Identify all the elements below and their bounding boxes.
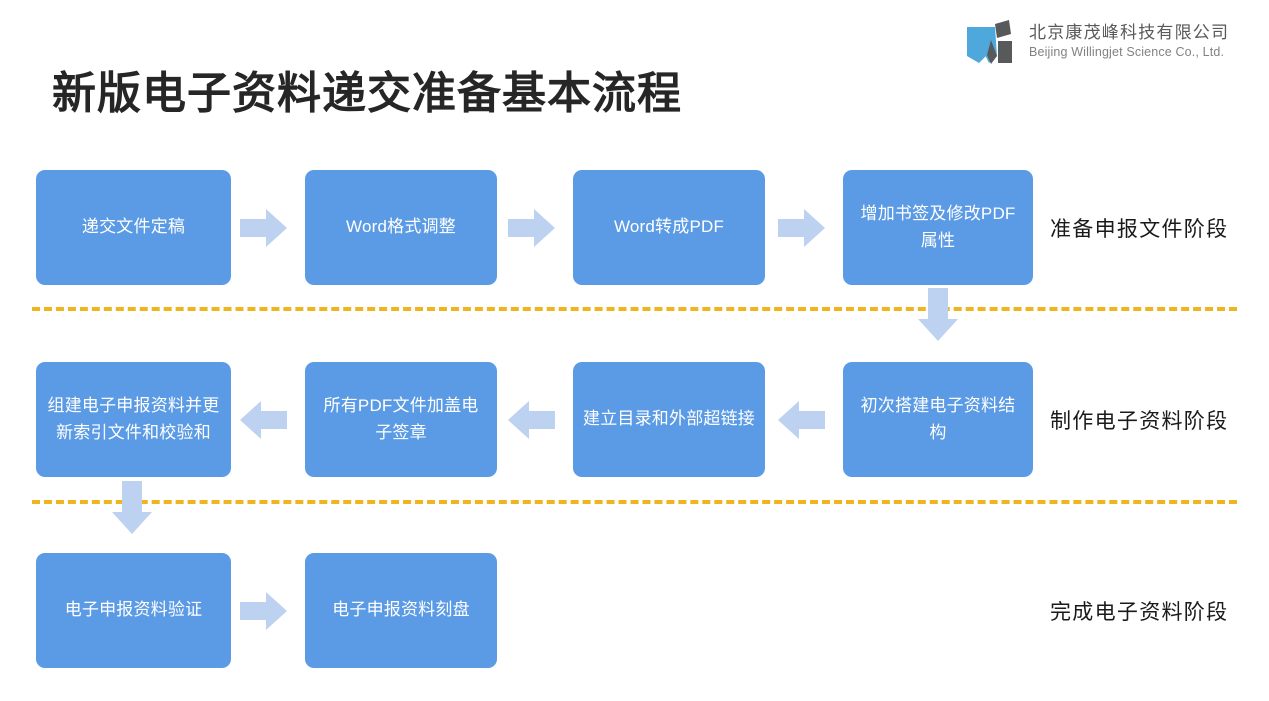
flow-row-2: 组建电子申报资料并更新索引文件和校验和 所有PDF文件加盖电子签章 建立目录和外… [0, 362, 1269, 477]
flow-node-label: 所有PDF文件加盖电子签章 [323, 396, 479, 442]
flow-node-validate-esubmission[interactable]: 电子申报资料验证 [36, 553, 231, 668]
arrow-left-icon [778, 401, 825, 439]
flow-node-label: 建立目录和外部超链接 [583, 409, 755, 429]
arrow-right-icon [508, 209, 555, 247]
dashed-gold-divider-1 [32, 307, 1237, 311]
arrow-left-icon [240, 401, 287, 439]
willingjet-w-logo-icon [967, 20, 1012, 64]
arrow-right-icon [240, 209, 287, 247]
dashed-gold-divider-2 [32, 500, 1237, 504]
flow-node-word-to-pdf[interactable]: Word转成PDF [573, 170, 765, 285]
flow-node-label: 递交文件定稿 [81, 217, 186, 237]
flow-node-label: Word转成PDF [613, 217, 725, 237]
stage-label-prepare-documents: 准备申报文件阶段 [1050, 217, 1229, 241]
arrow-right-icon [778, 209, 825, 247]
arrow-down-icon [918, 288, 958, 341]
flow-node-label: 增加书签及修改PDF属性 [860, 204, 1016, 250]
flow-node-label: 电子申报资料刻盘 [332, 600, 470, 620]
flow-node-apply-eseal-to-all-pdfs[interactable]: 所有PDF文件加盖电子签章 [305, 362, 497, 477]
flow-node-initial-edata-structure[interactable]: 初次搭建电子资料结构 [843, 362, 1033, 477]
flow-node-label: Word格式调整 [346, 217, 456, 237]
company-name-cn: 北京康茂峰科技有限公司 [1029, 23, 1230, 43]
flow-node-label: 初次搭建电子资料结构 [860, 396, 1016, 442]
flow-node-assemble-esubmission-update-index-checksum[interactable]: 组建电子申报资料并更新索引文件和校验和 [36, 362, 231, 477]
stage-label-complete-edata: 完成电子资料阶段 [1050, 600, 1229, 624]
flow-node-submit-final-draft[interactable]: 递交文件定稿 [36, 170, 231, 285]
flow-node-word-format-adjust[interactable]: Word格式调整 [305, 170, 497, 285]
flow-node-burn-esubmission-disc[interactable]: 电子申报资料刻盘 [305, 553, 497, 668]
company-logo-block: 北京康茂峰科技有限公司 Beijing Willingjet Science C… [965, 18, 1229, 66]
stage-label-produce-edata: 制作电子资料阶段 [1050, 409, 1229, 433]
company-name-group: 北京康茂峰科技有限公司 Beijing Willingjet Science C… [1029, 24, 1229, 59]
flow-row-3: 电子申报资料验证 电子申报资料刻盘 完成电子资料阶段 [0, 553, 1269, 668]
flow-node-label: 组建电子申报资料并更新索引文件和校验和 [47, 396, 220, 442]
arrow-right-icon [240, 592, 287, 630]
flow-node-build-toc-and-external-hyperlinks[interactable]: 建立目录和外部超链接 [573, 362, 765, 477]
page-title: 新版电子资料递交准备基本流程 [52, 69, 682, 118]
flow-node-add-bookmarks-pdf-properties[interactable]: 增加书签及修改PDF属性 [843, 170, 1033, 285]
flow-row-1: 递交文件定稿 Word格式调整 Word转成PDF 增加书签及修改PDF属性 准… [0, 170, 1269, 285]
company-name-en: Beijing Willingjet Science Co., Ltd. [1029, 44, 1225, 59]
flow-node-label: 电子申报资料验证 [64, 600, 203, 620]
arrow-down-icon [112, 481, 152, 534]
arrow-left-icon [508, 401, 555, 439]
